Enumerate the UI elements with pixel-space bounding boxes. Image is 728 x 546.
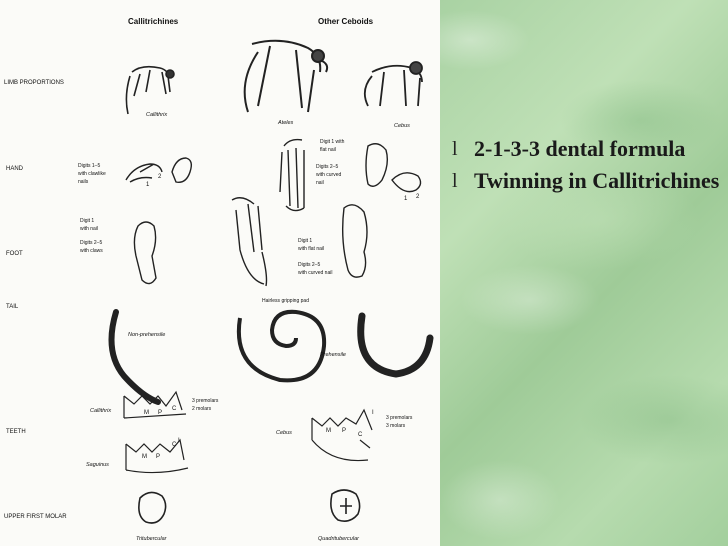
digit-label-1a: 1 <box>146 182 150 188</box>
label-prehensile: Prehensile <box>320 352 346 358</box>
ateles-body-drawing <box>243 39 329 113</box>
header-other-ceboids: Other Ceboids <box>318 17 374 26</box>
quadritubercular-molar-drawing <box>330 489 361 522</box>
row-label-limb: LIMB PROPORTIONS <box>4 80 64 86</box>
cebus-tail-drawing <box>357 312 434 378</box>
bullet-list: l 2-1-3-3 dental formula l Twinning in C… <box>452 135 722 199</box>
cebus-hand-drawing <box>365 143 422 193</box>
annotation-hand-claw-3: nails <box>78 179 89 185</box>
tritubercular-molar-drawing <box>138 491 167 524</box>
cebus-body-drawing <box>363 61 423 107</box>
tooth-letter-i3: I <box>372 410 374 416</box>
label-teeth-callithrix: Callithrix <box>90 408 111 414</box>
tooth-letter-m2: M <box>142 454 147 460</box>
digit-label-2a: 2 <box>158 174 162 180</box>
callithrix-jaw-drawing <box>123 390 187 419</box>
tooth-letter-c1: C <box>172 406 177 412</box>
cebus-jaw-drawing <box>311 408 373 462</box>
tooth-letter-p2: P <box>156 454 160 460</box>
bullet-item-twinning: l Twinning in Callitrichines <box>452 167 722 195</box>
label-teeth-saguinus: Saguinus <box>86 462 109 468</box>
annotation-hand-claw-2: with clawlike <box>78 171 106 177</box>
annotation-hand-claw-1: Digits 1–5 <box>78 163 100 169</box>
row-label-foot: FOOT <box>6 251 23 257</box>
row-label-teeth: TEETH <box>6 429 26 435</box>
callithrix-body-drawing <box>125 65 175 115</box>
row-label-tail: TAIL <box>6 304 19 310</box>
annotation-hairless-pad: Hairless gripping pad <box>262 298 309 304</box>
annotation-premolars2-2: 2 molars <box>192 406 212 412</box>
annotation-foot-claws-1: Digits 2–5 <box>80 240 102 246</box>
figure-drawing: Callitrichines Other Ceboids LIMB PROPOR… <box>4 17 434 542</box>
annotation-foot-curved-1: Digits 2–5 <box>298 262 320 268</box>
label-cebus: Cebus <box>394 123 410 129</box>
annotation-foot-nail-2: with nail <box>80 226 98 232</box>
label-non-prehensile: Non-prehensile <box>128 332 165 338</box>
annotation-premolars3-2: 3 molars <box>386 423 406 429</box>
primate-comparison-figure: Callitrichines Other Ceboids LIMB PROPOR… <box>4 17 434 542</box>
annotation-foot-curved-2: with curved nail <box>298 270 332 276</box>
ateles-hand-drawing <box>279 138 305 212</box>
digit-label-2b: 2 <box>416 194 420 200</box>
tooth-letter-m1: M <box>144 410 149 416</box>
cebus-foot-drawing <box>341 204 368 278</box>
prehensile-tail-spiral <box>236 309 327 383</box>
row-label-molar: UPPER FIRST MOLAR <box>4 514 67 520</box>
bullet-text: Twinning in Callitrichines <box>474 168 720 193</box>
annotation-hand-curved-3: nail <box>316 180 324 186</box>
tooth-letter-c2: C <box>172 442 177 448</box>
annotation-hand-curved-2: with curved <box>316 172 342 178</box>
callithrix-hand-drawing <box>125 157 193 183</box>
tooth-letter-c3: C <box>358 432 363 438</box>
label-teeth-cebus: Cebus <box>276 430 292 436</box>
ateles-foot-drawing <box>231 197 268 287</box>
row-label-hand: HAND <box>6 166 24 172</box>
bullet-marker: l <box>452 138 458 160</box>
annotation-hand-flat-1: Digit 1 with <box>320 139 345 145</box>
annotation-foot-nail-1: Digit 1 <box>80 218 94 224</box>
callithrix-foot-drawing <box>133 221 157 285</box>
annotation-foot-flat-1: Digit 1 <box>298 238 312 244</box>
label-callithrix: Callithrix <box>146 112 167 118</box>
annotation-hand-curved-1: Digits 2–5 <box>316 164 338 170</box>
bullet-item-dental-formula: l 2-1-3-3 dental formula <box>452 135 722 163</box>
annotation-foot-claws-2: with claws <box>80 248 103 254</box>
callithrix-tail-drawing <box>108 309 161 405</box>
tooth-letter-p3: P <box>342 428 346 434</box>
digit-label-1b: 1 <box>404 196 408 202</box>
saguinus-jaw-drawing <box>125 438 189 474</box>
label-tritubercular: Tritubercular <box>136 536 168 542</box>
annotation-foot-flat-2: with flat nail <box>298 246 324 252</box>
header-callitrichines: Callitrichines <box>128 17 179 26</box>
annotation-premolars3-1: 3 premolars <box>386 415 413 421</box>
label-ateles: Ateles <box>277 120 294 126</box>
annotation-hand-flat-2: flat nail <box>320 147 336 153</box>
bullet-marker: l <box>452 170 458 192</box>
annotation-premolars2-1: 3 premolars <box>192 398 219 404</box>
tooth-letter-m3: M <box>326 428 331 434</box>
bullet-text: 2-1-3-3 dental formula <box>474 136 686 161</box>
slide-text-panel: l 2-1-3-3 dental formula l Twinning in C… <box>440 0 728 546</box>
tooth-letter-p1: P <box>158 410 162 416</box>
label-quadritubercular: Quadritubercular <box>318 536 360 542</box>
tooth-letter-i2: I <box>178 438 180 444</box>
